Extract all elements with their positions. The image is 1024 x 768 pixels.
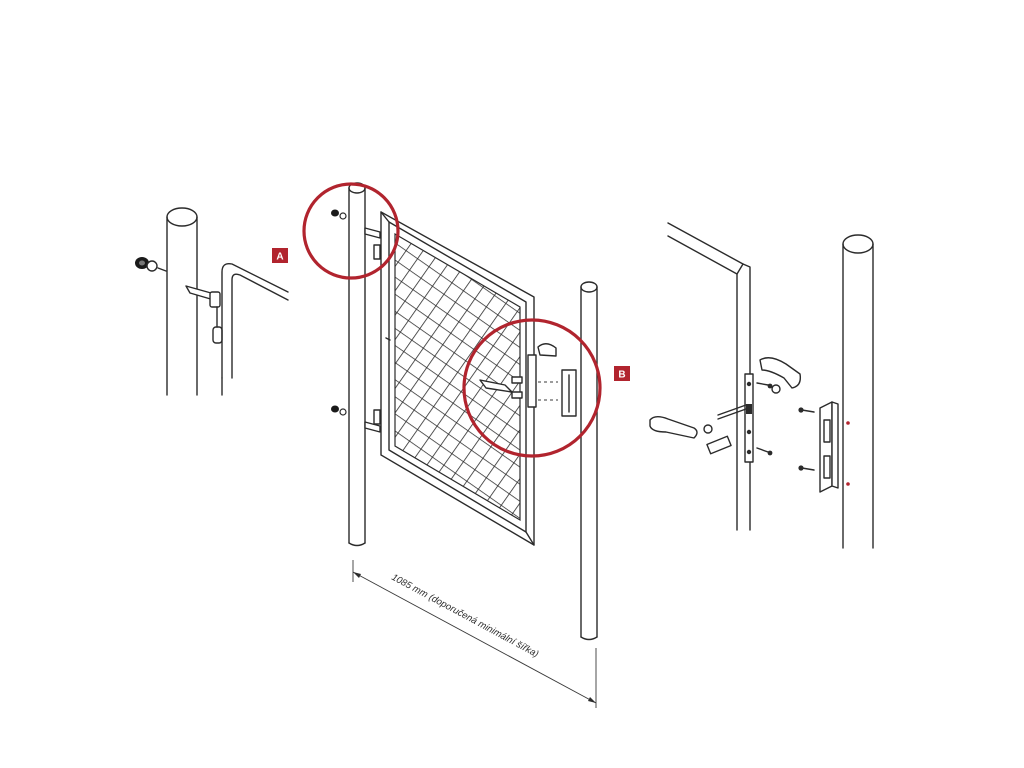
callout-circle-hinge	[302, 182, 400, 280]
callout-badge-b: B	[614, 366, 630, 381]
strike-plate-icon	[819, 401, 839, 493]
callout-label-b: B	[618, 370, 625, 381]
width-dimension: 1085 mm (doporučená minimální šířka)	[352, 560, 597, 708]
main-gate-assembly: B 1085 mm (doporučená minimální šířka)	[302, 182, 630, 708]
callout-badge-a: A	[272, 248, 288, 263]
dimension-label: 1085 mm (doporučená minimální šířka)	[390, 572, 541, 660]
detail-a-hinge: A	[135, 207, 289, 396]
main-hinge-post	[348, 182, 366, 547]
latch-post	[580, 281, 598, 641]
latch-post-detail	[842, 234, 874, 549]
lock-screws-icon	[756, 382, 815, 471]
hinge-icon	[185, 285, 223, 344]
hinge-bolts-top	[331, 209, 381, 260]
lock-icon	[479, 343, 577, 417]
detail-b-lock	[649, 222, 874, 549]
gate-mesh	[394, 232, 521, 522]
callout-label-a: A	[276, 252, 283, 263]
lock-body-icon	[706, 373, 754, 463]
gate-panel	[380, 211, 535, 546]
hinge-nut-icon	[135, 257, 167, 272]
gate-frame-corner	[221, 262, 289, 396]
hinge-post	[166, 207, 198, 396]
lock-gate-frame	[667, 222, 751, 531]
hinge-bolts-bottom	[331, 405, 381, 433]
handle-icon	[649, 357, 802, 439]
callout-circle-lock	[462, 318, 602, 458]
